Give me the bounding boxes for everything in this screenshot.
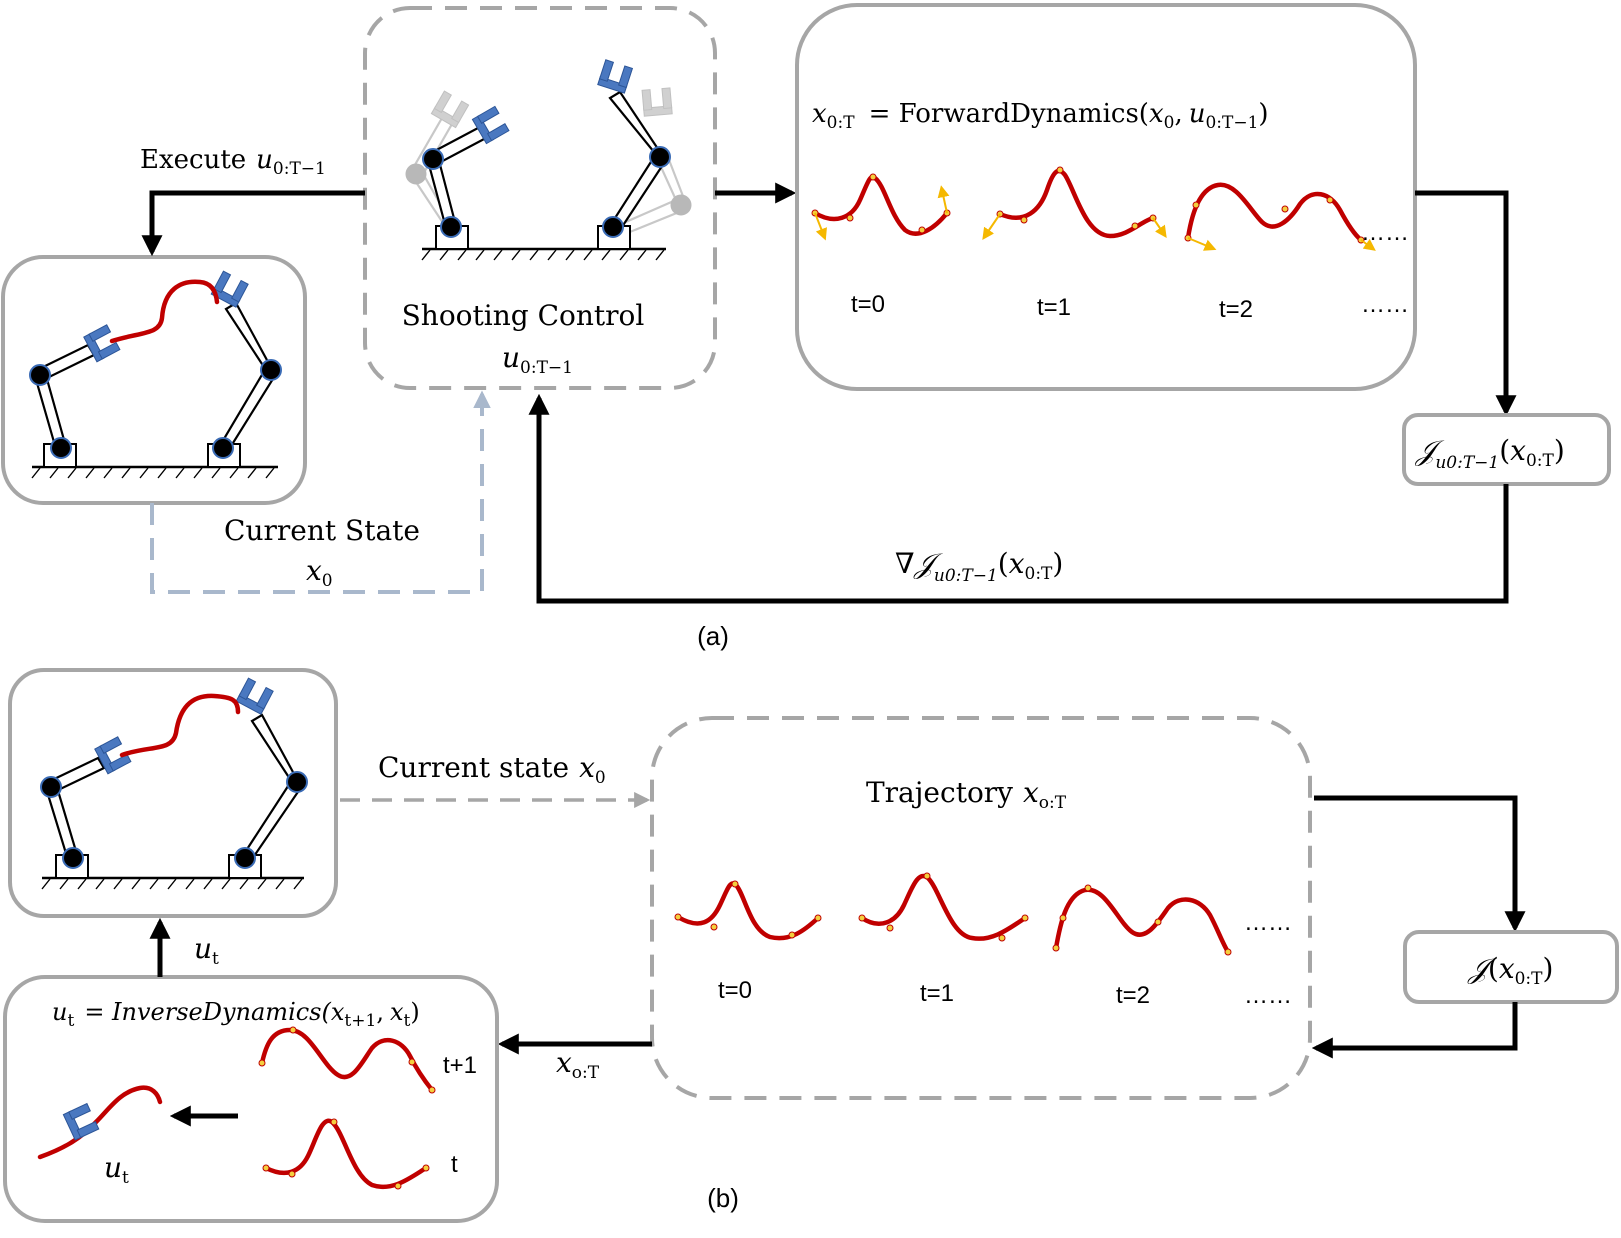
ground-hatch-b bbox=[41, 878, 303, 890]
trajectory-ellipsis-bottom: …… bbox=[1244, 982, 1292, 1009]
inverse-control-var: ut bbox=[104, 1151, 129, 1188]
trajectory-curve-t2 bbox=[1052, 884, 1232, 956]
forward-ellipsis-top: …… bbox=[1361, 219, 1409, 246]
robot-scene-shooting bbox=[405, 59, 692, 261]
execute-arrow bbox=[141, 190, 365, 257]
forward-time-label-2: t=2 bbox=[1219, 296, 1253, 323]
ground-hatch-a bbox=[31, 467, 275, 479]
up-arrow-label: ut bbox=[194, 932, 219, 969]
inverse-curve-label-next: t+1 bbox=[443, 1052, 477, 1079]
gradient-arrow bbox=[528, 393, 1509, 604]
rope-b bbox=[119, 693, 241, 758]
forward-dynamics-equation: x0:T= ForwardDynamics(x0,u0:T−1) bbox=[812, 99, 1269, 133]
inverse-gripper bbox=[37, 1085, 163, 1160]
forward-time-label-1: t=1 bbox=[1037, 294, 1071, 321]
cost-expression-a: 𝒥u0:T−1(x0:T) bbox=[1414, 434, 1565, 473]
current-state-arrow-a bbox=[150, 390, 491, 594]
inverse-curve-label-now: t bbox=[451, 1151, 458, 1178]
current-state-label-a: Current State bbox=[224, 514, 420, 547]
trajectory-curve-t1 bbox=[858, 872, 1029, 942]
trajectory-ellipsis-top: …… bbox=[1244, 909, 1292, 936]
cost-back-arrow-b bbox=[1311, 1002, 1518, 1059]
forward-curve-t1 bbox=[982, 166, 1167, 240]
trajectory-time-label-2: t=2 bbox=[1116, 982, 1150, 1009]
robot-scene-b bbox=[40, 677, 308, 890]
inverse-dynamics-box bbox=[3, 975, 499, 1223]
cost-box-b bbox=[1403, 930, 1619, 1004]
trajectory-curve-t0 bbox=[674, 880, 822, 941]
caption-a: (a) bbox=[697, 621, 729, 651]
trajectory-time-label-1: t=1 bbox=[920, 980, 954, 1007]
forward-curve-t0 bbox=[811, 173, 951, 241]
cost-expression-b: 𝒥(x0:T) bbox=[1467, 952, 1554, 989]
inverse-curve-next bbox=[258, 1026, 436, 1094]
shooting-control-label: Shooting Control bbox=[402, 299, 645, 332]
forward-dynamics-box bbox=[795, 3, 1417, 391]
robot-scene-a bbox=[29, 270, 282, 479]
shooting-control-var: u0:T−1 bbox=[502, 341, 573, 378]
forward-time-label-0: t=0 bbox=[851, 291, 885, 318]
current-state-var-a: x0 bbox=[306, 554, 333, 591]
trajectory-out-label: xo:T bbox=[556, 1046, 600, 1083]
caption-b: (b) bbox=[707, 1183, 739, 1213]
inverse-dynamics-equation: ut= InverseDynamics(xt+1,xt) bbox=[52, 998, 420, 1031]
forward-ellipsis-bottom: …… bbox=[1361, 291, 1409, 318]
trajectory-time-label-0: t=0 bbox=[718, 977, 752, 1004]
to-cost-arrow-b bbox=[1314, 795, 1526, 933]
forward-curve-t2 bbox=[1184, 182, 1376, 251]
trajectory-box bbox=[650, 716, 1312, 1100]
to-cost-arrow-a bbox=[1415, 190, 1517, 417]
ground-hatch-shooting bbox=[421, 249, 665, 261]
rope-a bbox=[109, 279, 220, 344]
gradient-expression: ∇𝒥u0:T−1(x0:T) bbox=[895, 547, 1063, 586]
inverse-curve-now bbox=[262, 1118, 430, 1190]
